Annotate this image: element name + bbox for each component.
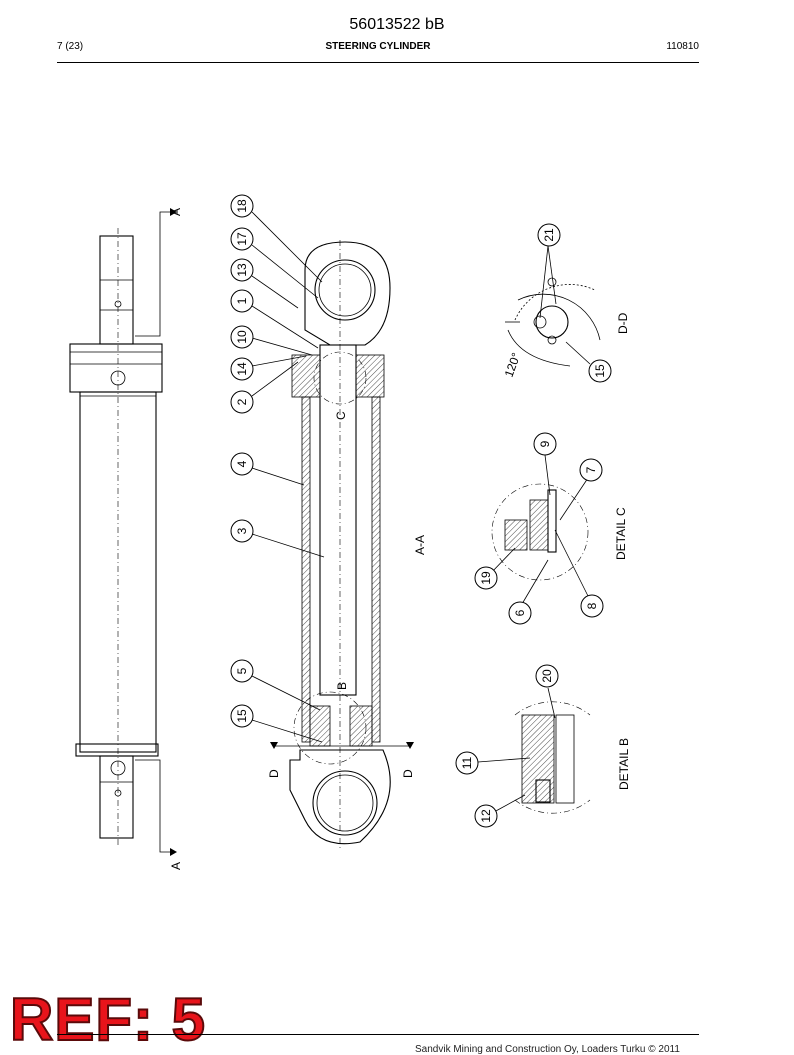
svg-text:6: 6 [513, 609, 527, 616]
callout-13: 13 [230, 258, 254, 282]
document-number: 56013522 bB [349, 16, 445, 33]
svg-text:14: 14 [235, 362, 249, 376]
svg-text:7: 7 [584, 466, 598, 473]
svg-text:11: 11 [460, 756, 474, 769]
svg-text:19: 19 [479, 571, 493, 585]
detail-c [489, 454, 591, 605]
svg-text:12: 12 [479, 809, 493, 823]
detail-c-marker: C [334, 411, 348, 420]
detail-dd [505, 245, 601, 367]
callout-6: 6 [508, 601, 532, 625]
svg-text:1: 1 [235, 297, 249, 304]
callout-14: 14 [230, 357, 254, 381]
detail-b [477, 687, 591, 814]
svg-text:21: 21 [542, 228, 556, 242]
callout-1: 1 [230, 289, 254, 313]
callout-5: 5 [230, 659, 254, 683]
header-row: 7 (23) STEERING CYLINDER 110810 [57, 41, 699, 55]
callout-12: 12 [474, 804, 498, 828]
svg-text:10: 10 [235, 330, 249, 344]
callout-7: 7 [579, 458, 603, 482]
callout-10: 10 [230, 325, 254, 349]
section-a-top-label: A [169, 208, 183, 216]
svg-text:5: 5 [235, 667, 249, 674]
angle-label: 120° [502, 351, 524, 379]
callout-19: 19 [474, 566, 498, 590]
callout-8: 8 [580, 594, 604, 618]
svg-text:18: 18 [235, 199, 249, 213]
page-number: 7 (23) [57, 41, 84, 52]
callout-20: 20 [535, 664, 559, 688]
svg-text:8: 8 [585, 602, 599, 609]
detail-c-label: DETAIL C [614, 507, 628, 560]
footer-copyright: Sandvik Mining and Construction Oy, Load… [415, 1044, 680, 1055]
external-view [69, 208, 177, 856]
callout-2: 2 [230, 390, 254, 414]
svg-text:9: 9 [538, 440, 552, 447]
ref-stamp: REF: 5 [9, 985, 207, 1054]
svg-text:2: 2 [235, 398, 249, 405]
section-d-left-label: D [267, 769, 281, 778]
section-d-right-label: D [401, 769, 415, 778]
callout-18: 18 [230, 194, 254, 218]
callout-17: 17 [230, 227, 254, 251]
section-aa-label: A-A [413, 535, 427, 555]
callout-15-dd: 15 [588, 359, 612, 383]
footer-rule [57, 1034, 699, 1035]
detail-b-marker: B [335, 682, 349, 690]
svg-text:20: 20 [540, 669, 554, 683]
callout-11: 11 [455, 751, 479, 775]
header-rule [57, 62, 699, 63]
svg-text:3: 3 [235, 527, 249, 534]
svg-text:13: 13 [235, 263, 249, 277]
page-title: STEERING CYLINDER [325, 41, 431, 52]
callout-21: 21 [537, 223, 561, 247]
callout-4: 4 [230, 452, 254, 476]
section-view-aa [270, 240, 414, 850]
callout-15-aa: 15 [230, 704, 254, 728]
leader-lines-aa [251, 211, 325, 743]
svg-text:15: 15 [235, 709, 249, 723]
callout-9: 9 [533, 432, 557, 456]
svg-text:15: 15 [593, 364, 607, 378]
section-dd-label: D-D [616, 312, 630, 334]
svg-text:17: 17 [235, 232, 249, 246]
section-a-bottom-label: A [169, 862, 183, 870]
svg-text:4: 4 [235, 460, 249, 467]
callout-3: 3 [230, 519, 254, 543]
date-code: 110810 [666, 41, 699, 52]
detail-b-label: DETAIL B [617, 738, 631, 790]
